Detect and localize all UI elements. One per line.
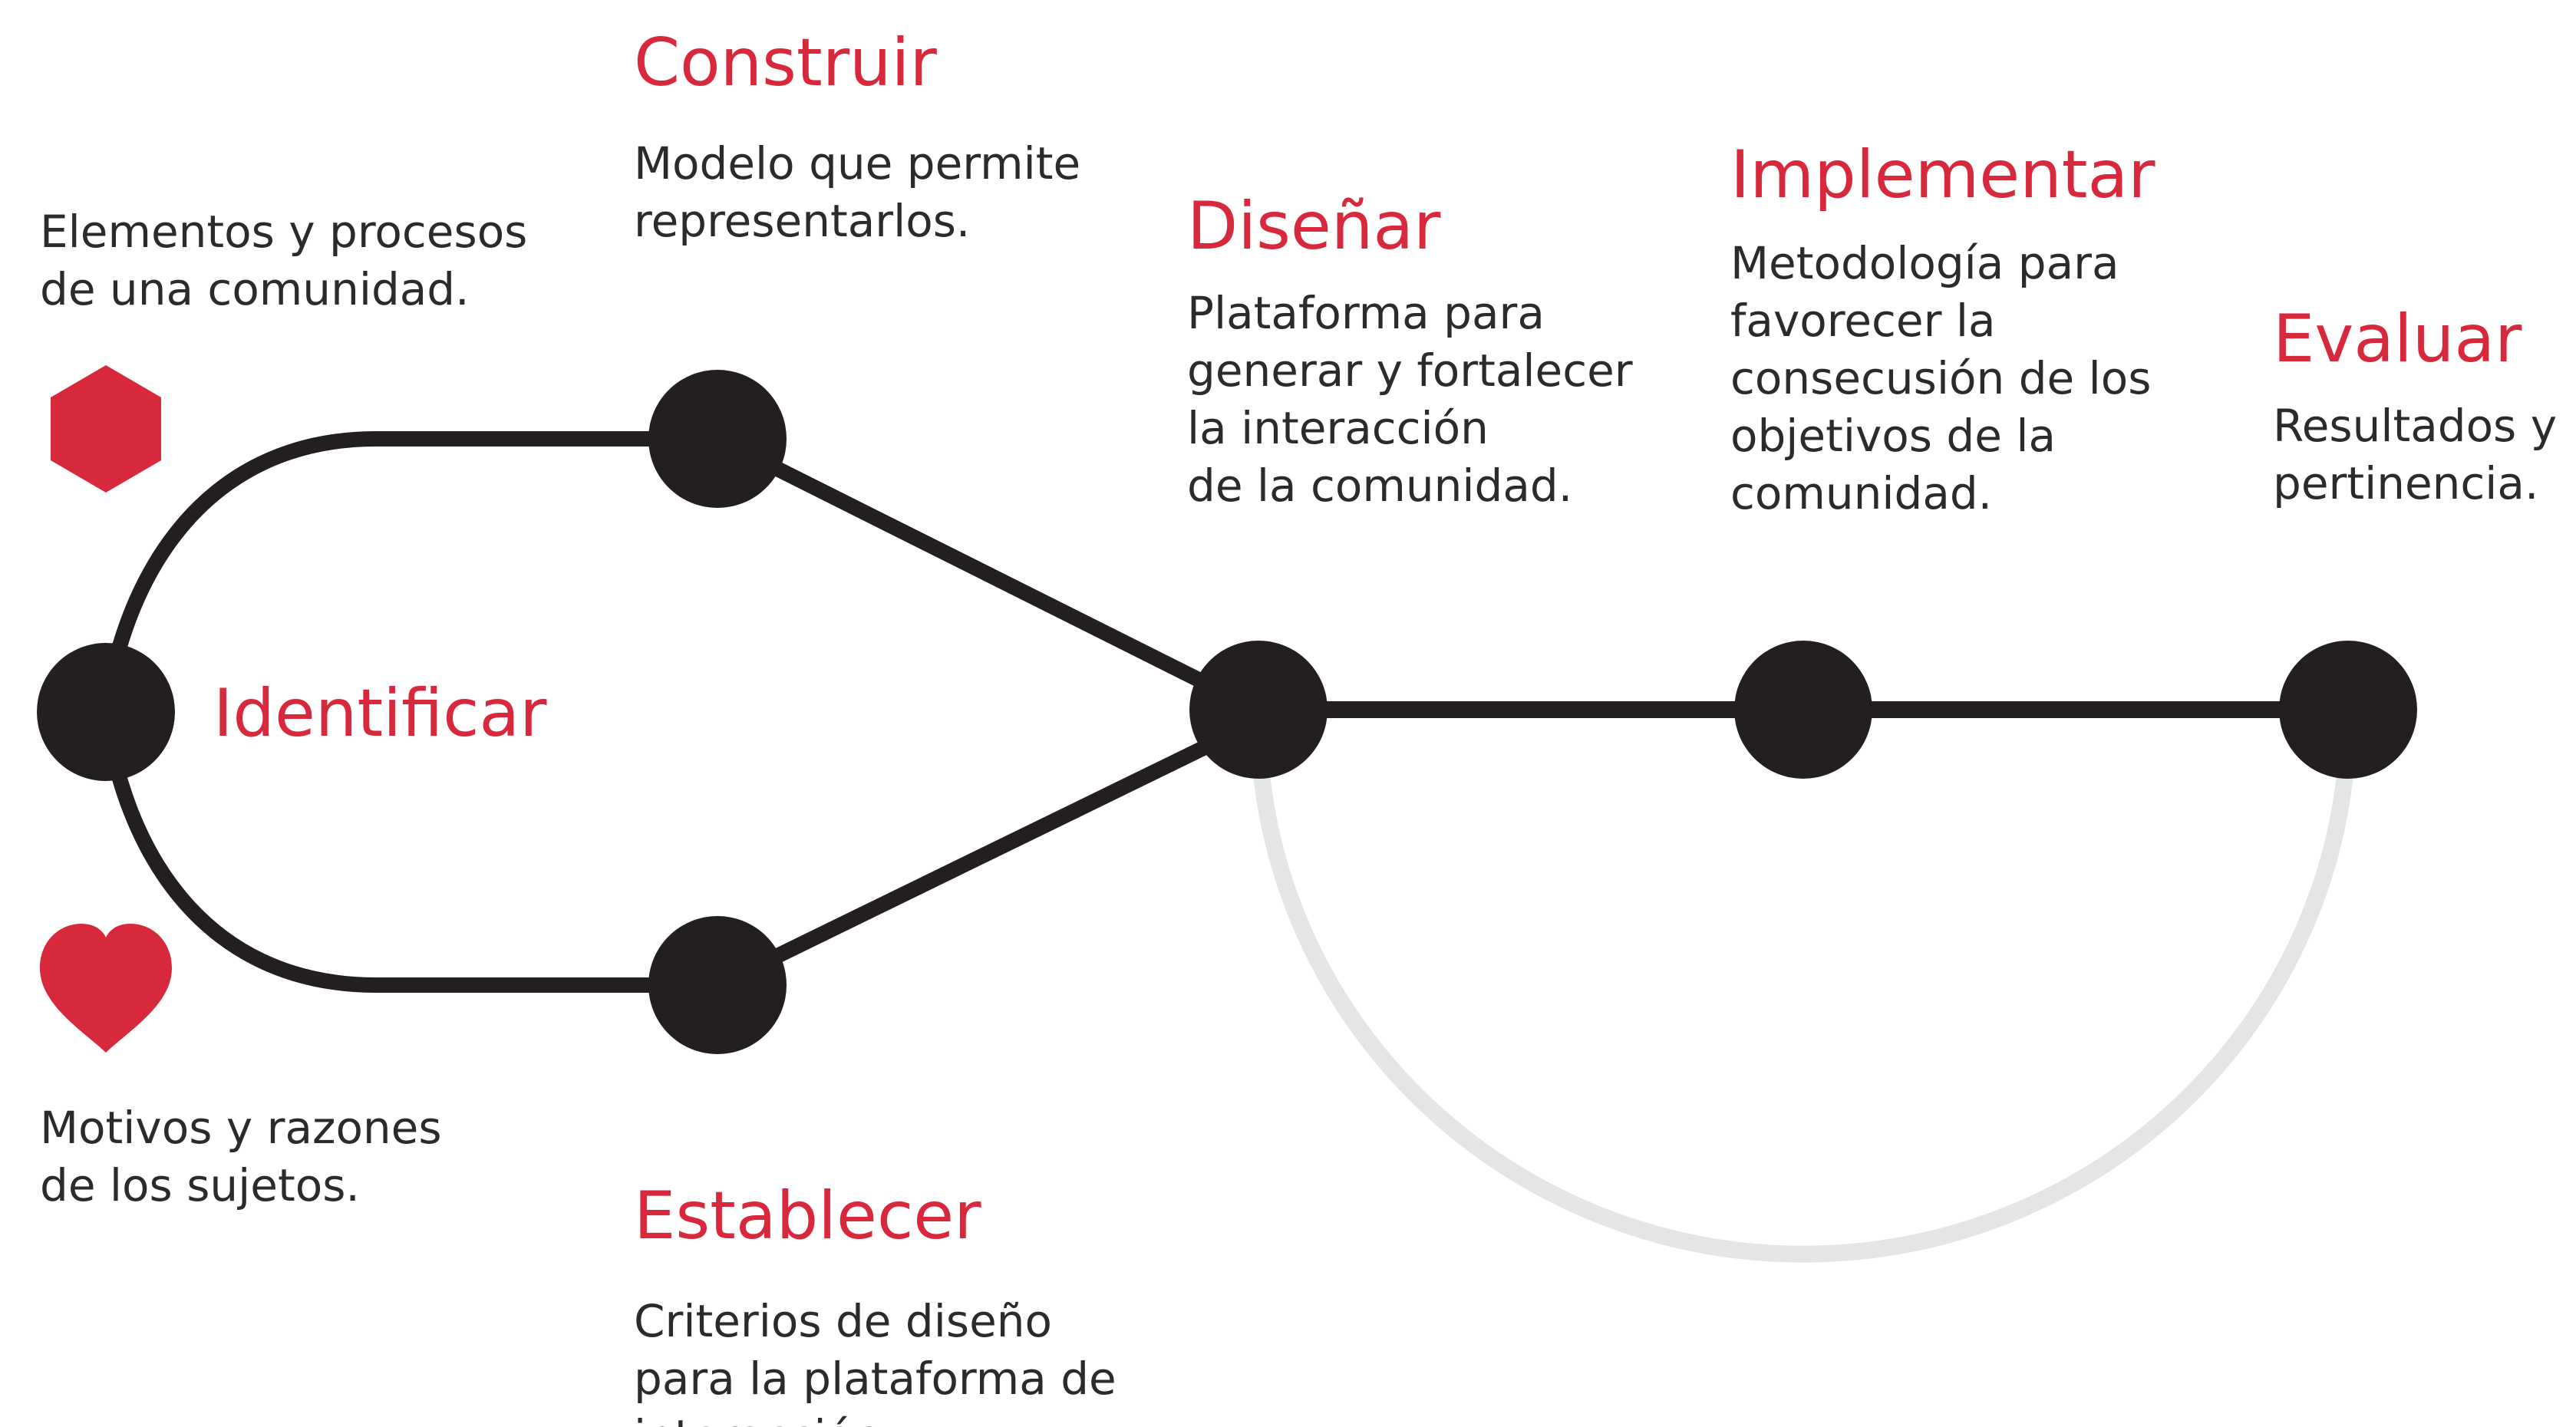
disenar-block: Diseñar Plataforma para generar y fortal… <box>1187 188 1633 515</box>
construir-block: Construir Modelo que permite representar… <box>634 25 1080 250</box>
hexagon-icon <box>51 365 161 493</box>
return-arc <box>1250 717 2357 1263</box>
implementar-description: Metodología para favorecer la consecusió… <box>1730 237 2152 519</box>
connector-construir-disenar <box>714 432 1262 717</box>
connector-identificar-establecer <box>98 710 717 993</box>
node-disenar <box>1189 641 1328 779</box>
construir-description: Modelo que permite representarlos. <box>634 137 1081 247</box>
node-construir <box>648 370 787 508</box>
implementar-block: Implementar Metodología para favorecer l… <box>1730 137 2155 522</box>
identificar-title: Identificar <box>213 675 547 752</box>
establecer-block: Establecer Criterios de diseño para la p… <box>634 1178 1116 1427</box>
evaluar-block: Evaluar Resultados y pertinencia. <box>2273 301 2557 512</box>
implementar-title: Implementar <box>1730 137 2155 213</box>
node-identificar <box>37 643 175 781</box>
evaluar-title: Evaluar <box>2273 301 2522 377</box>
node-implementar <box>1734 641 1872 779</box>
disenar-description: Plataforma para generar y fortalecer la … <box>1187 287 1633 512</box>
connector-identificar-construir <box>98 431 717 714</box>
construir-title: Construir <box>634 25 937 101</box>
evaluar-description: Resultados y pertinencia. <box>2273 400 2558 509</box>
elements-description: Elementos y procesos de una comunidad. <box>40 206 528 315</box>
node-establecer <box>648 916 787 1054</box>
node-evaluar <box>2279 641 2417 779</box>
motives-description: Motivos y razones de los sujetos. <box>40 1102 442 1211</box>
establecer-description: Criterios de diseño para la plataforma d… <box>634 1295 1116 1427</box>
establecer-title: Establecer <box>634 1178 981 1254</box>
connector-establecer-disenar <box>714 714 1262 992</box>
heart-icon <box>40 924 172 1053</box>
disenar-title: Diseñar <box>1187 188 1441 265</box>
